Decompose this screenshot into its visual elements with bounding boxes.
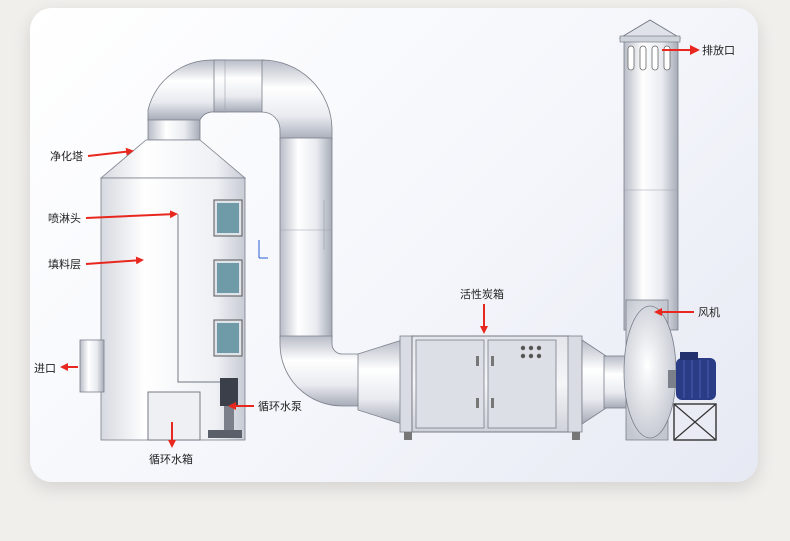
label-purification-tower: 净化塔: [50, 149, 83, 163]
callout-packing-layer: 填料层: [48, 256, 144, 271]
arrow: [85, 256, 144, 265]
label-exhaust-outlet: 排放口: [702, 43, 735, 57]
pump-unit: [208, 378, 242, 438]
label-inlet: 进口: [34, 362, 56, 375]
arrow: [85, 210, 178, 219]
arrow-head-right: [690, 45, 700, 55]
connecting-duct: [147, 59, 361, 407]
arrow-head-left: [228, 402, 236, 410]
callout-exhaust-outlet: 排放口: [662, 43, 735, 57]
callout-circulation-pump: 循环水泵: [228, 400, 302, 413]
callout-fan: 风机: [654, 305, 720, 319]
purification-tower: [79, 139, 268, 441]
callout-inlet: 进口: [34, 362, 78, 375]
process-diagram: 净化塔 喷淋头 填料层 进口 循环水箱 循环水泵 活性炭箱 风机 排放口: [34, 19, 735, 466]
callout-spray-head: 喷淋头: [48, 210, 178, 225]
exhaust-stack: [618, 19, 682, 331]
activated-carbon-box: [357, 335, 635, 440]
label-activated-carbon-box: 活性炭箱: [460, 287, 504, 301]
motor: [668, 352, 716, 400]
label-packing-layer: 填料层: [48, 257, 81, 271]
label-fan: 风机: [698, 305, 720, 319]
callout-circulation-tank: 循环水箱: [149, 422, 193, 466]
motor-stand: [673, 403, 717, 441]
arrow: [87, 147, 134, 157]
diagram-card: 净化塔 喷淋头 填料层 进口 循环水箱 循环水泵 活性炭箱 风机 排放口: [30, 8, 758, 482]
callout-purification-tower: 净化塔: [50, 147, 134, 163]
label-circulation-pump: 循环水泵: [258, 400, 302, 413]
fan-unit: [623, 299, 717, 441]
callout-activated-carbon-box: 活性炭箱: [460, 287, 504, 334]
label-circulation-tank: 循环水箱: [149, 452, 193, 466]
label-spray-head: 喷淋头: [48, 212, 81, 225]
